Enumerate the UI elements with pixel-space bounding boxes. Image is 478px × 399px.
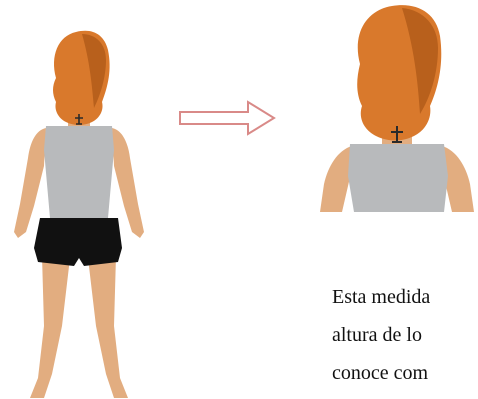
- neck-marker-icon: [75, 114, 83, 125]
- body-text-line-1: Esta medida: [332, 286, 431, 308]
- closeup-hair-shadow: [402, 8, 438, 114]
- right-arrow-icon: [179, 100, 276, 136]
- closeup-shirt: [348, 144, 448, 212]
- shirt: [44, 126, 114, 218]
- closeup-right-arm: [440, 146, 474, 212]
- full-body-figure: [14, 30, 144, 398]
- right-arm: [112, 128, 144, 238]
- closeup-figure: [320, 5, 474, 212]
- closeup-neck-marker-icon: [391, 126, 403, 143]
- left-arm: [14, 128, 46, 238]
- body-text: Esta medida altura de lo conoce com: [332, 278, 478, 392]
- body-text-line-2: altura de lo: [332, 324, 422, 346]
- right-leg: [88, 256, 128, 398]
- shorts: [34, 218, 122, 266]
- body-text-line-3: conoce com: [332, 362, 429, 384]
- closeup-left-arm: [320, 146, 354, 212]
- left-leg: [30, 256, 70, 398]
- hair-shadow: [82, 34, 106, 108]
